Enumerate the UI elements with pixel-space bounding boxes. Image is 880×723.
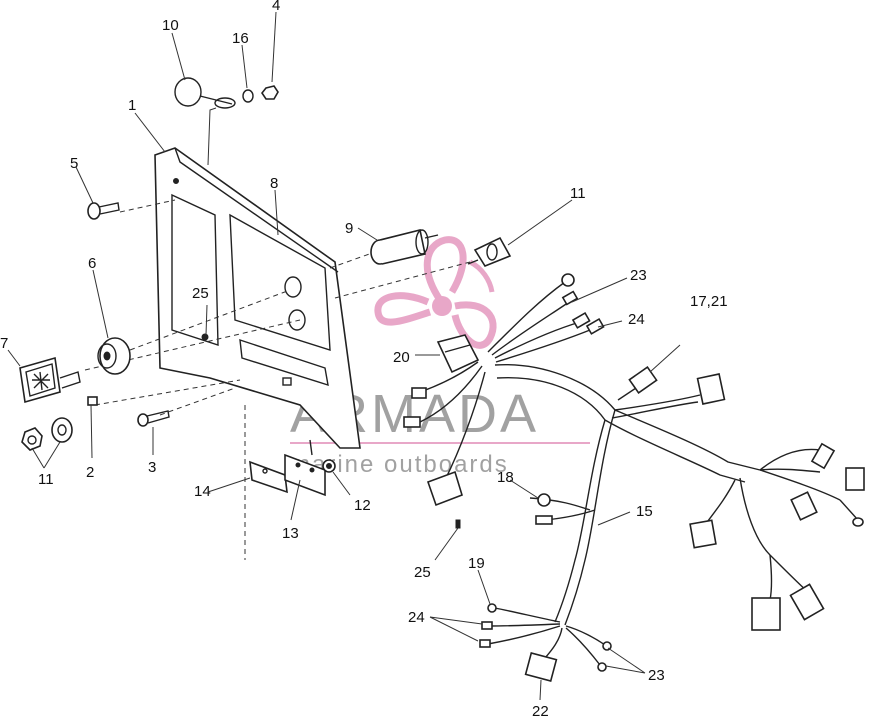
key-switch-7 bbox=[19, 356, 81, 404]
callout-18: 18 bbox=[497, 469, 514, 486]
cylinder-9 bbox=[370, 229, 439, 265]
nut-12 bbox=[322, 459, 336, 473]
nut-washer-11-left bbox=[21, 417, 73, 451]
nut-4 bbox=[261, 85, 279, 100]
callout-2: 2 bbox=[86, 464, 94, 481]
callout-23-top: 23 bbox=[630, 267, 647, 284]
callout-8: 8 bbox=[270, 175, 278, 192]
callout-13: 13 bbox=[282, 525, 299, 542]
leader-lines bbox=[7, 11, 646, 701]
callout-15: 15 bbox=[636, 503, 653, 520]
callout-11-top: 11 bbox=[570, 185, 586, 202]
callout-7: 7 bbox=[0, 335, 8, 352]
connector-20 bbox=[436, 334, 480, 374]
toggle-switch-11 bbox=[467, 236, 512, 267]
callout-14: 14 bbox=[194, 483, 211, 500]
callout-17-21: 17,21 bbox=[690, 293, 728, 310]
propeller-logo bbox=[374, 236, 497, 349]
callout-3: 3 bbox=[148, 459, 156, 476]
mounting-plate bbox=[154, 107, 361, 449]
callout-25-plate: 25 bbox=[192, 285, 209, 302]
callout-22: 22 bbox=[532, 703, 549, 718]
callout-19: 19 bbox=[468, 555, 485, 572]
callout-12: 12 bbox=[354, 497, 371, 514]
callout-20: 20 bbox=[393, 349, 410, 366]
bolt-2 bbox=[87, 396, 98, 406]
callout-9: 9 bbox=[345, 220, 353, 237]
callout-10: 10 bbox=[162, 17, 179, 34]
callout-4: 4 bbox=[272, 0, 280, 14]
callout-24-top: 24 bbox=[628, 311, 645, 328]
bolt-3 bbox=[137, 410, 170, 427]
wire-harness bbox=[403, 273, 865, 682]
bracket-13 bbox=[284, 439, 326, 497]
bezel-ring-6 bbox=[97, 337, 131, 375]
callout-11-left: 11 bbox=[38, 471, 54, 488]
screw-5 bbox=[87, 202, 120, 220]
washer-16 bbox=[242, 89, 254, 103]
callout-6: 6 bbox=[88, 255, 96, 272]
callout-1: 1 bbox=[128, 97, 136, 114]
callout-23-bottom: 23 bbox=[648, 667, 665, 684]
callout-25-low: 25 bbox=[414, 564, 431, 581]
callout-5: 5 bbox=[70, 155, 78, 172]
callout-labels: 1 2 3 4 5 6 7 8 9 10 11 11 12 13 14 15 1… bbox=[0, 0, 728, 720]
key-ring bbox=[174, 77, 236, 109]
callout-16: 16 bbox=[232, 30, 249, 47]
callout-24-bottom: 24 bbox=[408, 609, 425, 626]
bracket-14 bbox=[249, 460, 288, 494]
